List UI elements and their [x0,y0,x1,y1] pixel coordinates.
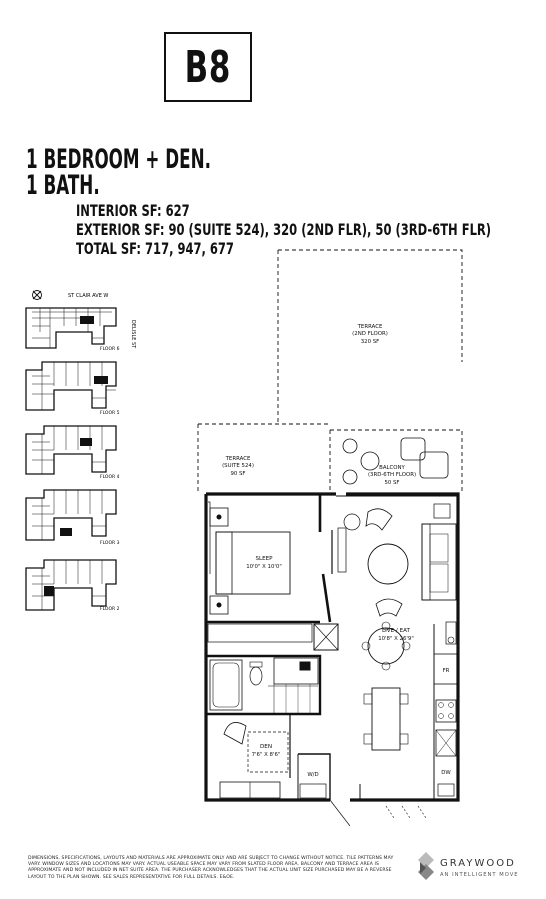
balcony-area: 50 SF [384,480,399,486]
total-sf: TOTAL SF: 717, 947, 677 [76,239,234,258]
floor-5-plan: FLOOR 5 [25,361,120,416]
brand-name: GRAYWOOD [440,858,516,869]
terrace-2nd-outline [278,249,463,362]
terrace-2nd-name: TERRACE [357,324,383,330]
unit-code: B8 [184,41,232,93]
floor-6-plan: FLOOR 6 [25,307,120,352]
floor-2-plan: FLOOR 2 [25,559,120,612]
headline-baths: 1 BATH. [26,170,100,201]
side-street-label: DELISLE ST [130,320,136,349]
disclaimer-text: DIMENSIONS, SPECIFICATIONS, LAYOUTS AND … [28,856,394,880]
floor-label: FLOOR 3 [100,540,120,546]
floor-label: FLOOR 2 [100,606,120,612]
live-name: LIVE / EAT [382,628,410,634]
fridge-label: FR [443,668,450,674]
interior-sf: INTERIOR SF: 627 [76,201,190,220]
dishwasher-label: DW [441,770,451,776]
headline-bedrooms: 1 BEDROOM + DEN. [26,144,211,175]
unit-code-box: B8 [164,32,252,102]
compass-icon [32,290,42,300]
terrace-524-area: 90 SF [230,471,245,477]
floor-plan: TERRACE (2ND FLOOR) 320 SF TERRACE (SUIT… [197,249,463,826]
balcony-floor: (3RD-6TH FLOOR) [368,472,416,478]
floor-label: FLOOR 5 [100,410,120,416]
graywood-logo-icon [418,852,434,880]
terrace-524-floor: (SUITE 524) [222,463,254,469]
street-label: ST CLAIR AVE W [68,293,108,299]
floor-3-plan: FLOOR 3 [25,489,120,546]
balcony-name: BALCONY [379,465,405,471]
sleep-size: 10'0" X 10'0" [246,564,282,570]
den-size: 7'6" X 8'6" [252,752,281,758]
floor-label: FLOOR 6 [100,346,120,352]
key-plan: ST CLAIR AVE W DELISLE ST FLOOR 6 FLOOR … [25,290,136,612]
terrace-2nd-area: 320 SF [361,339,380,345]
brand-tagline: AN INTELLIGENT MOVE [440,872,519,878]
terrace-524-outline [197,423,330,492]
sleep-name: SLEEP [255,556,273,562]
live-size: 10'8" X 26'9" [378,636,414,642]
den-name: DEN [260,744,272,750]
exterior-sf: EXTERIOR SF: 90 (SUITE 524), 320 (2ND FL… [76,220,492,239]
terrace-524-name: TERRACE [225,456,251,462]
washer-dryer-label: W/D [307,772,318,778]
floor-4-plan: FLOOR 4 [25,425,120,480]
floor-label: FLOOR 4 [100,474,120,480]
balcony-outline [329,429,463,492]
terrace-2nd-floor: (2ND FLOOR) [352,331,388,337]
